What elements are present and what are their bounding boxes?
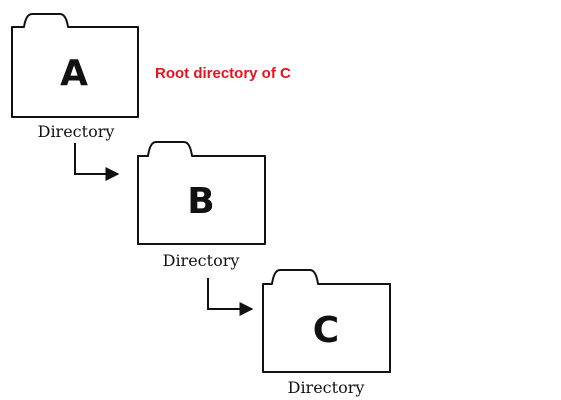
root-directory-annotation: Root directory of C bbox=[155, 65, 291, 82]
folder-icon bbox=[262, 269, 391, 373]
folder-b: B Directory bbox=[137, 141, 266, 270]
folder-b-caption: Directory bbox=[163, 251, 240, 270]
folder-icon bbox=[137, 141, 266, 245]
folder-c: C Directory bbox=[262, 269, 391, 397]
connector-a-to-b bbox=[74, 143, 120, 181]
folder-c-caption: Directory bbox=[288, 378, 365, 397]
connector-b-to-c bbox=[207, 278, 254, 316]
folder-b-letter: B bbox=[187, 181, 214, 222]
folder-icon bbox=[11, 13, 139, 118]
folder-a-caption: Directory bbox=[38, 122, 115, 141]
folder-a: A Directory bbox=[11, 13, 139, 141]
folder-a-letter: A bbox=[60, 53, 88, 94]
folder-c-letter: C bbox=[313, 310, 339, 351]
